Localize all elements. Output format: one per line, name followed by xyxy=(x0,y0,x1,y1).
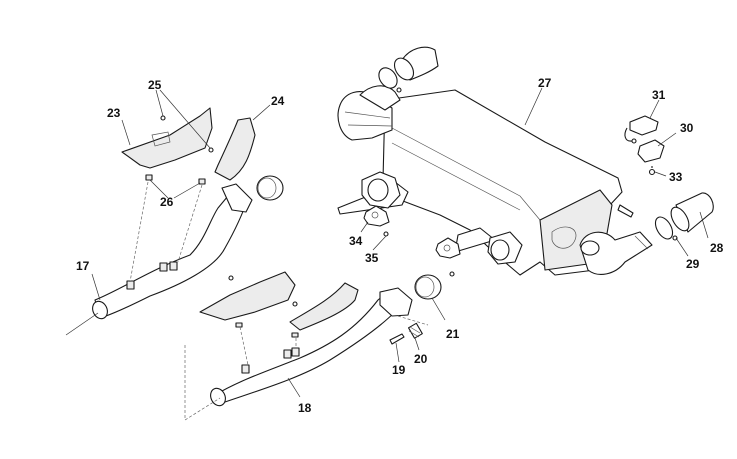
bolt-25a xyxy=(160,115,166,121)
bracket-31 xyxy=(624,115,659,144)
clamp-29 xyxy=(654,216,678,241)
callout-28: 28 xyxy=(710,241,724,255)
clip-lower-a xyxy=(235,322,243,328)
bracket-30 xyxy=(637,139,665,163)
clip-26a xyxy=(145,174,153,181)
spring-20 xyxy=(407,322,423,339)
bolt-33 xyxy=(648,166,656,176)
callout-23: 23 xyxy=(107,106,121,120)
heat-shield-23 xyxy=(121,107,213,169)
bolt-lower-b xyxy=(292,301,298,307)
bolt-lower-a xyxy=(228,275,234,281)
front-pipe-18 xyxy=(210,287,413,407)
callout-35: 35 xyxy=(365,251,379,265)
callout-33: 33 xyxy=(669,170,683,184)
muffler-outlet-flange xyxy=(487,231,523,265)
callout-30: 30 xyxy=(680,121,694,135)
axis-line xyxy=(184,345,221,421)
bolt-19 xyxy=(389,333,405,345)
inlet-sleeve-upper xyxy=(393,46,439,81)
tailpipe-28 xyxy=(670,192,714,233)
bolt-35 xyxy=(383,231,389,237)
axis-line xyxy=(65,312,99,336)
rubber-mount-right xyxy=(435,237,461,277)
assembly-line xyxy=(239,326,249,366)
gasket-ring-21 xyxy=(414,274,442,300)
leader-lines xyxy=(91,87,709,398)
callout-21: 21 xyxy=(446,327,460,341)
assembly-line xyxy=(129,181,149,283)
bolt-25b xyxy=(208,147,214,153)
callout-25: 25 xyxy=(148,78,162,92)
callout-18: 18 xyxy=(298,401,312,415)
callout-17: 17 xyxy=(76,259,90,273)
callout-24: 24 xyxy=(271,94,285,108)
heat-shield-lower-left xyxy=(199,271,296,321)
callout-31: 31 xyxy=(652,88,666,102)
callout-27: 27 xyxy=(538,76,552,90)
callout-26: 26 xyxy=(160,195,174,209)
heat-shield-24 xyxy=(214,117,256,181)
front-pipe-17 xyxy=(92,183,253,320)
clip-lower-b xyxy=(291,332,299,338)
callout-19: 19 xyxy=(392,363,406,377)
clip-26b xyxy=(198,178,206,185)
callout-34: 34 xyxy=(349,234,363,248)
inlet-clamp-upper xyxy=(378,67,402,93)
muffler-inlet-flange xyxy=(361,171,401,209)
heat-shield-lower-right xyxy=(289,282,359,331)
rubber-mount-34 xyxy=(363,205,390,227)
callout-20: 20 xyxy=(414,352,428,366)
callout-29: 29 xyxy=(686,257,700,271)
assembly-line xyxy=(177,184,203,263)
assembly-line xyxy=(397,315,429,326)
gasket-ring-upper xyxy=(256,175,284,201)
